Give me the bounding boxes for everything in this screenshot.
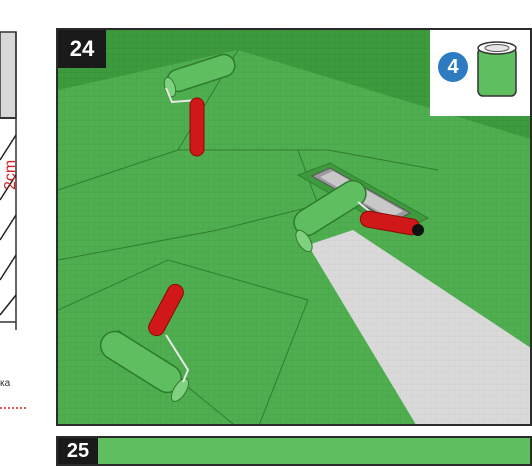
product-number-badge: 4 bbox=[438, 52, 468, 82]
next-step-number-badge: 25 bbox=[58, 438, 98, 466]
measurement-label: 2cm bbox=[2, 140, 22, 210]
previous-panel-graphic bbox=[0, 0, 28, 460]
caption-fragment: ка bbox=[0, 378, 10, 389]
step-illustration-panel: 24 4 bbox=[56, 28, 532, 426]
next-step-panel: 25 bbox=[56, 436, 532, 466]
paint-can-icon bbox=[474, 38, 520, 100]
previous-panel-edge bbox=[0, 0, 28, 460]
step-number-badge: 24 bbox=[58, 30, 106, 68]
product-reference: 4 bbox=[430, 30, 530, 116]
